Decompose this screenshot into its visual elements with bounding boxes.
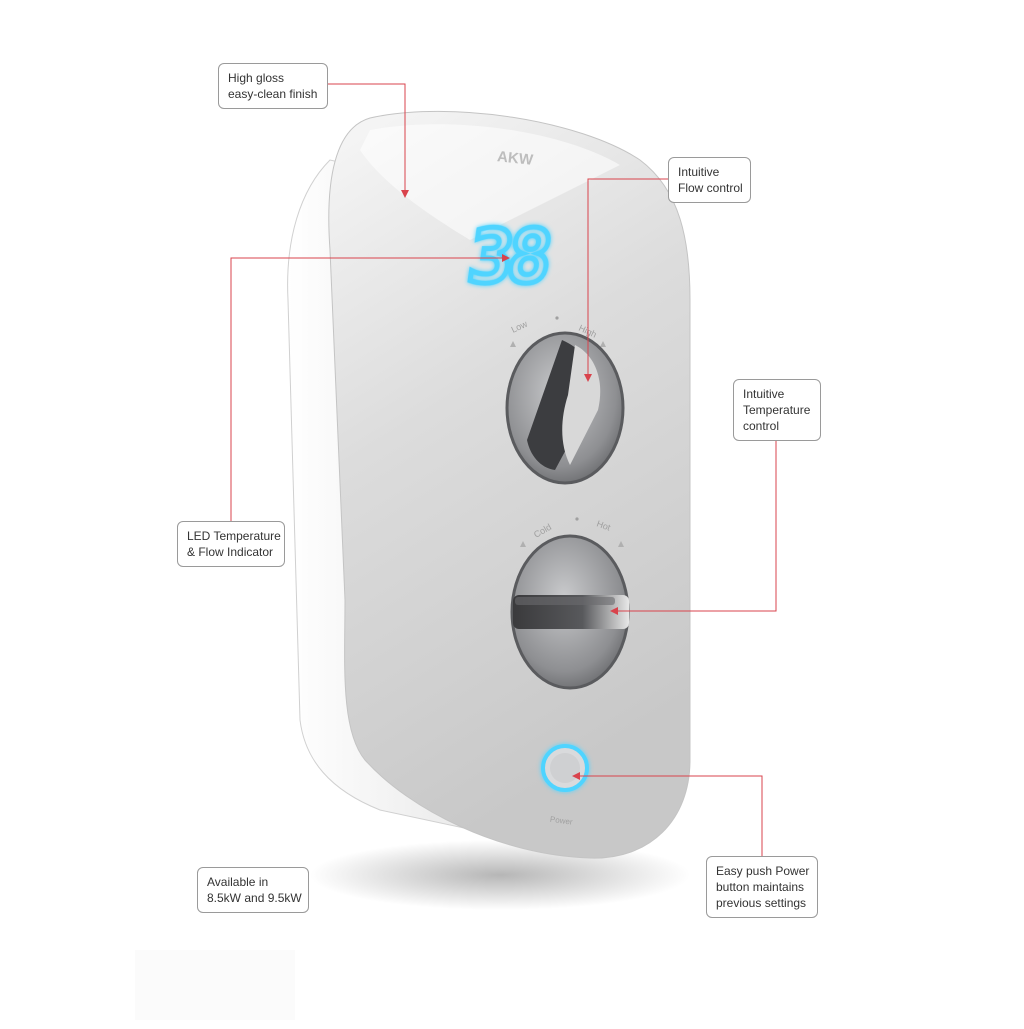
floor-reflection [135, 950, 295, 1020]
callout-text: easy-clean finish [228, 87, 318, 101]
leader-temperature [615, 438, 777, 612]
callout-text: Available in [207, 875, 269, 889]
leader-flow [587, 178, 668, 377]
callout-led-indicator: LED Temperature & Flow Indicator [177, 521, 285, 567]
led-temperature-display: 38 [463, 213, 555, 300]
brand-logo: AKW [496, 148, 534, 169]
flow-control-dial[interactable] [505, 331, 625, 485]
callout-text: control [743, 419, 780, 433]
callout-text: button maintains [716, 880, 805, 894]
callout-text: Temperature [743, 403, 811, 417]
callout-text: LED Temperature [187, 529, 281, 543]
callout-text: Intuitive [678, 165, 720, 179]
leader-gloss [328, 83, 406, 193]
callout-flow-control: Intuitive Flow control [668, 157, 751, 203]
temperature-control-dial[interactable] [510, 534, 630, 690]
leader-power [577, 775, 763, 856]
gloss-highlight [360, 124, 620, 240]
callout-text: Easy push Power [716, 864, 810, 878]
callout-text: High gloss [228, 71, 285, 85]
callout-temperature-control: Intuitive Temperature control [733, 379, 821, 441]
power-label: Power [549, 815, 573, 827]
callout-availability: Available in 8.5kW and 9.5kW [197, 867, 309, 913]
callout-gloss-finish: High gloss easy-clean finish [218, 63, 328, 109]
callout-text: Intuitive [743, 387, 785, 401]
callout-text: 8.5kW and 9.5kW [207, 891, 302, 905]
callout-text: & Flow Indicator [187, 545, 274, 559]
callout-text: previous settings [716, 896, 807, 910]
leader-led [230, 257, 505, 521]
leader-arrowheads [401, 190, 618, 780]
temp-label-hot: Hot [595, 518, 612, 532]
callout-power-button: Easy push Power button maintains previou… [706, 856, 818, 918]
callout-text: Flow control [678, 181, 743, 195]
leader-lines [230, 83, 777, 856]
power-button[interactable] [541, 744, 589, 792]
